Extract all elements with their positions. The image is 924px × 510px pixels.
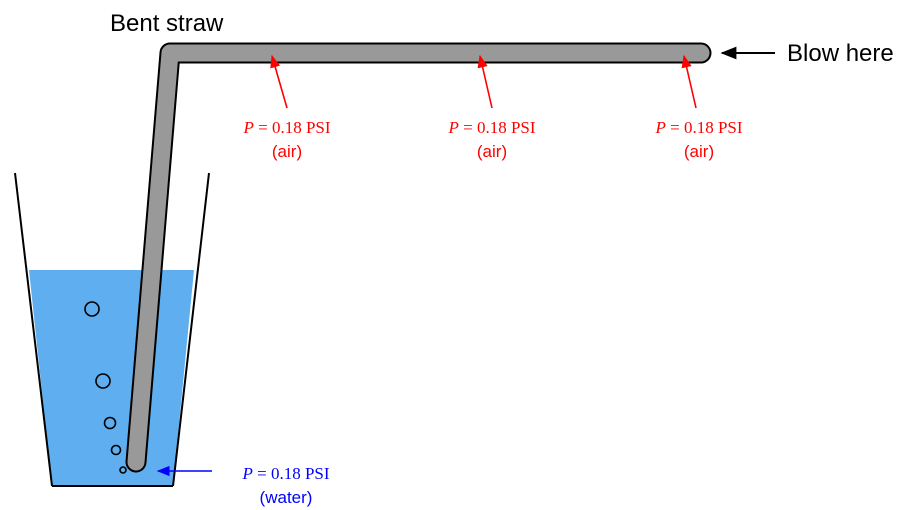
diagram-title: Bent straw <box>110 10 224 37</box>
water-fill <box>29 270 194 486</box>
bubble <box>95 373 111 389</box>
air-medium-1: (air) <box>272 142 302 161</box>
air-pressure-1: P = 0.18 PSI <box>242 118 330 137</box>
water-reading: P = 0.18 PSI (water) <box>156 464 330 507</box>
water-pressure: P = 0.18 PSI <box>241 464 329 483</box>
water-medium: (water) <box>260 488 313 507</box>
air-pressure-3: P = 0.18 PSI <box>654 118 742 137</box>
air-arrow-1 <box>270 54 288 109</box>
air-arrow-3 <box>681 54 697 109</box>
air-reading-3: P = 0.18 PSI (air) <box>654 54 743 161</box>
blow-label: Blow here <box>787 40 894 67</box>
air-pressure-2: P = 0.18 PSI <box>447 118 535 137</box>
air-arrow-2 <box>477 54 493 109</box>
bubble <box>84 301 100 317</box>
air-reading-1: P = 0.18 PSI (air) <box>242 54 331 161</box>
bubble <box>119 466 127 474</box>
air-medium-3: (air) <box>684 142 714 161</box>
bubble <box>103 416 117 430</box>
bent-straw <box>125 42 712 473</box>
air-reading-2: P = 0.18 PSI (air) <box>447 54 536 161</box>
air-bubbles <box>84 301 127 474</box>
bubble <box>110 444 122 456</box>
cup <box>14 172 210 487</box>
air-medium-2: (air) <box>477 142 507 161</box>
